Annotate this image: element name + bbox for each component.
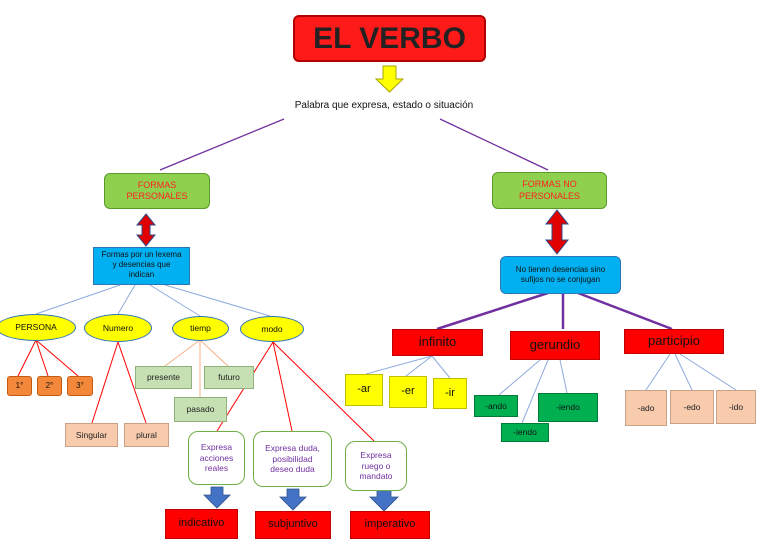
infinito-ar: -ar [345,374,383,406]
node-tiempo: tiemp [172,316,229,341]
connector-tiempo-presente [164,339,201,367]
participio-ado: -ado [625,390,667,426]
down-arrow-icon [279,488,307,511]
numero-plural: plural [124,423,169,447]
branch-formas-no-personales: FORMAS NO PERSONALES [492,172,607,209]
modo-desc-indicativo: Expresa acciones reales [188,431,245,485]
connector-persona-2 [35,339,49,377]
connector-desc-numero [117,284,136,315]
verb-definition: Palabra que expresa, estado o situación [294,99,474,111]
connector-persona-1 [17,339,37,377]
infinito-ir: -ir [433,378,467,409]
connector-infinito-ar [365,355,433,375]
connector-gerundio-iendo-1 [559,359,568,394]
connector-participio-edo [674,353,693,391]
connector-participio-ado [645,353,671,391]
tiempo-futuro: futuro [204,366,254,389]
down-arrow-icon [374,65,405,93]
connector-desc-persona [35,284,121,315]
form-participio: participio [624,329,724,354]
participio-ido: -ido [716,390,756,424]
node-numero: Numero [84,314,152,342]
connector-definition-left [159,118,285,171]
down-arrow-icon [203,486,231,509]
connector-desc-participio [577,291,673,331]
tiempo-presente: presente [135,366,192,389]
connector-gerundio-ando [498,359,541,396]
gerundio-iendo-2: -iendo [501,423,549,442]
persona-item-1: 1° [7,376,32,396]
gerundio-ando: -ando [474,395,518,417]
connector-infinito-er [405,355,433,377]
modo-indicativo: indicativo [165,509,238,539]
description-formas-personales: Formas por un lexema y desencias que ind… [93,247,190,285]
connector-tiempo-futuro [199,339,229,367]
connector-gerundio-iendo-2 [521,359,549,424]
persona-item-3: 3° [67,376,93,396]
form-infinito: infinito [392,329,483,356]
node-modo: modo [240,316,304,342]
connector-persona-3 [35,339,79,377]
double-arrow-icon [544,209,570,255]
modo-desc-subjuntivo: Expresa duda, posibilidad deseo duda [253,431,332,487]
modo-subjuntivo: subjuntivo [255,511,331,539]
down-arrow-icon [369,488,399,512]
description-formas-no-personales: No tienen desencias sino sufijos no se c… [500,256,621,294]
connector-infinito-ir [431,355,451,379]
persona-item-2: 2° [37,376,62,396]
tiempo-pasado: pasado [174,397,227,422]
numero-singular: Singular [65,423,118,447]
infinito-er: -er [389,376,427,408]
connector-desc-tiempo [149,284,201,317]
page-title: EL VERBO [293,15,486,62]
participio-edo: -edo [670,390,714,424]
modo-desc-imperativo: Expresa ruego o mandato [345,441,407,491]
connector-desc-modo [164,284,271,317]
modo-imperativo: imperativo [350,511,430,539]
connector-participio-ido [679,353,737,391]
branch-formas-personales: FORMAS PERSONALES [104,173,210,209]
double-arrow-icon [135,213,157,247]
node-persona: PERSONA [0,314,76,341]
connector-numero-plural [117,341,147,424]
connector-modo-imperativo [272,341,375,442]
connector-desc-infinito [436,291,549,331]
gerundio-iendo-1: -iendo [538,393,598,422]
connector-definition-right [439,118,549,171]
form-gerundio: gerundio [510,331,600,360]
connector-modo-subjuntivo [272,341,293,432]
connector-numero-singular [91,341,119,424]
